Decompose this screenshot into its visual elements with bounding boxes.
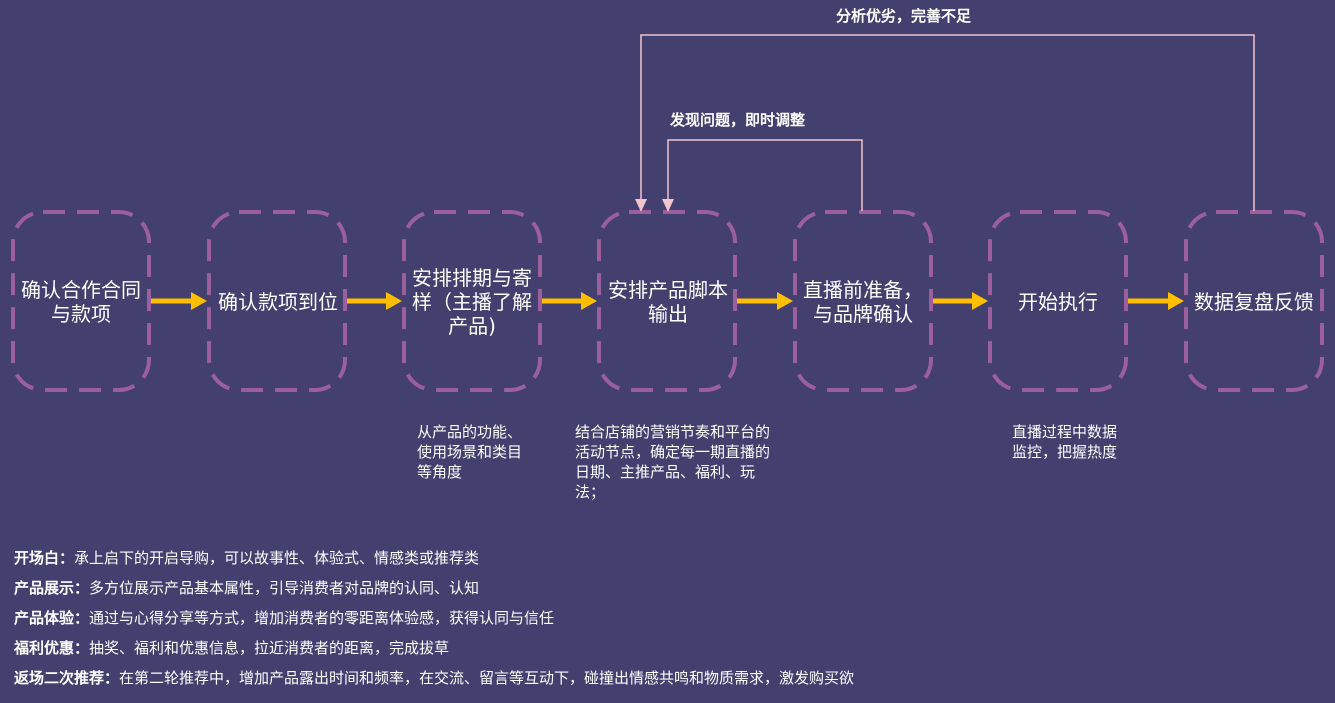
step-box-7 [1184, 210, 1324, 392]
step-box-3 [402, 210, 542, 392]
legend-term: 开场白 [14, 549, 60, 567]
flow-arrow-3 [542, 292, 597, 310]
step-box-1 [11, 210, 151, 392]
legend-item: 返场二次推荐：在第二轮推荐中，增加产品露出时间和频率，在交流、留言等互动下，碰撞… [14, 663, 854, 693]
legend-item: 产品展示：多方位展示产品基本属性，引导消费者对品牌的认同、认知 [14, 573, 854, 603]
flow-arrow-4 [737, 292, 793, 310]
flow-arrow-1 [151, 292, 207, 310]
inner-feedback-line [667, 139, 863, 211]
legend-item: 产品体验：通过与心得分享等方式，增加消费者的零距离体验感，获得认同与信任 [14, 603, 854, 633]
inner-feedback-arrowhead [662, 199, 674, 212]
outer-feedback-label: 分析优劣，完善不足 [836, 7, 972, 25]
step3-note: 从产品的功能、使用场景和类目等角度 [417, 423, 523, 481]
step-box-5 [793, 210, 933, 392]
step-label-1: 确认合作合同与款项 [21, 278, 141, 326]
legend-desc: 多方位展示产品基本属性，引导消费者对品牌的认同、认知 [89, 579, 480, 597]
legend-term: 福利优惠 [14, 639, 75, 657]
legend-term: 返场二次推荐 [14, 669, 105, 687]
legend-separator: ： [74, 639, 90, 657]
step6-note: 直播过程中数据监控，把握热度 [1012, 423, 1118, 461]
step-box-4 [597, 210, 737, 392]
step-label-5: 直播前准备，与品牌确认 [803, 278, 923, 326]
legend-term: 产品展示 [14, 579, 75, 597]
legend-separator: ： [74, 579, 90, 597]
outer-feedback-line [640, 34, 1255, 211]
legend-item: 开场白：承上启下的开启导购，可以故事性、体验式、情感类或推荐类 [14, 543, 854, 573]
legend-desc: 通过与心得分享等方式，增加消费者的零距离体验感，获得认同与信任 [89, 609, 555, 627]
step4-note: 结合店铺的营销节奏和平台的活动节点，确定每一期直播的日期、主推产品、福利、玩法； [575, 423, 771, 501]
step-label-6: 开始执行 [1018, 290, 1098, 314]
outer-feedback-arrowhead [635, 199, 647, 212]
legend-separator: ： [59, 549, 75, 567]
legend-desc: 承上启下的开启导购，可以故事性、体验式、情感类或推荐类 [74, 549, 480, 567]
step-label-3: 安排排期与寄样（主播了解产品) [412, 266, 532, 338]
flow-arrow-6 [1128, 292, 1184, 310]
inner-feedback-label: 发现问题，即时调整 [670, 111, 806, 129]
step-label-2: 确认款项到位 [218, 290, 338, 314]
legend-desc: 抽奖、福利和优惠信息，拉近消费者的距离，完成拔草 [89, 639, 450, 657]
flow-arrow-5 [933, 292, 988, 310]
step-box-6 [988, 210, 1128, 392]
step-label-7: 数据复盘反馈 [1194, 290, 1314, 314]
legend-list: 开场白：承上启下的开启导购，可以故事性、体验式、情感类或推荐类 产品展示：多方位… [14, 543, 854, 693]
legend-desc: 在第二轮推荐中，增加产品露出时间和频率，在交流、留言等互动下，碰撞出情感共鸣和物… [119, 669, 855, 687]
legend-item: 福利优惠：抽奖、福利和优惠信息，拉近消费者的距离，完成拔草 [14, 633, 854, 663]
step-label-4: 安排产品脚本输出 [608, 278, 728, 326]
flow-arrow-2 [347, 292, 402, 310]
legend-separator: ： [104, 669, 120, 687]
legend-separator: ： [74, 609, 90, 627]
step-box-2 [207, 210, 347, 392]
legend-term: 产品体验 [14, 609, 75, 627]
